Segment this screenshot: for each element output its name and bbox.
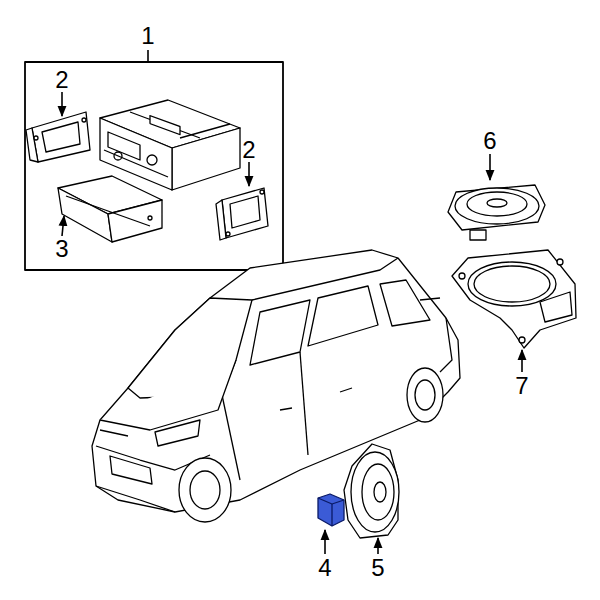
mounting-bracket [226,232,230,236]
audio-module-box [58,176,162,242]
vehicle-outline [155,420,200,446]
leader-line [248,162,250,186]
callout-number: 4 [318,556,331,580]
speaker [467,192,527,216]
vehicle-outline [100,430,128,436]
speaker-bracket [459,273,465,279]
highlighted-part [318,494,344,526]
callout-number: 2 [242,138,255,162]
callout-number: 3 [55,237,68,261]
vehicle-outline [100,360,236,430]
speaker-bracket [474,266,550,302]
speaker [362,464,394,520]
radio-head-unit [147,155,157,165]
mounting-bracket [82,118,86,122]
callout-number: 7 [515,374,528,398]
vehicle-outline [190,471,220,509]
radio-head-unit [100,100,240,190]
leader-line [62,216,64,236]
vehicle-outline [252,258,398,300]
leader-line [324,530,326,554]
parts-illustration [25,50,576,554]
vehicle-outline [250,300,310,365]
speaker [448,185,545,230]
speaker [351,452,399,532]
speaker [470,230,486,240]
speaker [344,444,399,538]
audio-module-box [66,196,150,226]
vehicle-outline [92,250,460,522]
callout-number: 2 [55,68,68,92]
speaker [455,188,539,224]
speaker-bracket [468,262,556,306]
vehicle-outline [415,380,435,410]
speaker-bracket [540,292,572,322]
callout-number: 6 [483,129,496,153]
highlighted-part [318,498,344,504]
vehicle-outline [96,486,175,512]
highlighted-part [331,504,332,526]
speaker-bracket [452,250,576,348]
vehicle-outline [407,368,443,422]
speaker-bracket [452,250,576,348]
vehicle-outline [110,456,152,484]
mounting-bracket [260,190,264,194]
speaker [374,482,386,502]
callout-number: 1 [141,24,154,48]
radio-head-unit [150,116,180,135]
speaker [448,185,545,240]
radio-head-unit [108,132,140,160]
leader-line [61,92,63,116]
vehicle-outline [222,395,240,480]
mounting-bracket [222,188,268,238]
vehicle-outline [440,318,452,372]
mounting-bracket [34,136,38,140]
vehicle-outline [420,298,440,300]
radio-head-unit [180,124,230,138]
audio-module-box [148,216,152,220]
vehicle-outline [300,352,308,455]
mounting-bracket [32,112,90,162]
speaker [487,199,507,207]
callout-number: 5 [371,556,384,580]
leader-line [521,350,523,372]
leader-line [489,154,491,180]
vehicle-outline [280,408,292,410]
vehicle-outline [308,286,378,346]
vehicle-outline [179,458,231,522]
speaker-bracket [519,337,525,343]
mounting-bracket [216,200,226,240]
leader-line [377,538,379,554]
radio-head-unit [104,150,168,177]
mounting-bracket [26,112,90,162]
vehicle-outline [380,280,430,326]
mounting-bracket [230,196,260,228]
speaker-bracket [557,259,563,265]
mounting-bracket [216,188,268,240]
leader-line [147,50,149,62]
speaker [344,444,398,538]
group-frame [25,62,283,270]
mounting-bracket [26,128,38,162]
radio-head-unit [130,112,200,138]
mounting-bracket [42,122,80,152]
vehicle-outline [340,388,352,392]
vehicle-outline [92,250,460,512]
highlighted-part [318,494,344,526]
